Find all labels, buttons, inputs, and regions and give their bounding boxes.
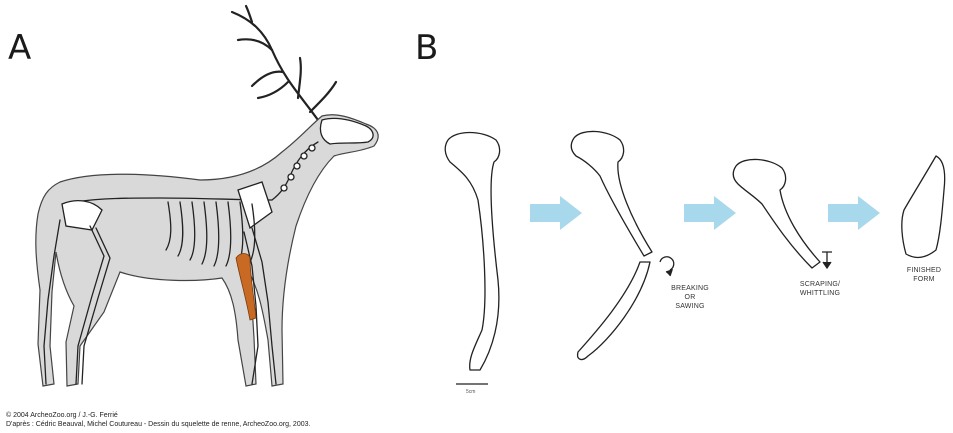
bone-stages <box>445 131 945 370</box>
process-arrow-2 <box>684 196 736 230</box>
breaking-icon <box>660 257 674 270</box>
process-arrows <box>530 196 880 230</box>
bone-broken-lower <box>578 262 650 359</box>
reindeer-silhouette <box>36 115 378 386</box>
bone-whole <box>445 133 499 371</box>
process-arrow-3 <box>828 196 880 230</box>
label-finished-form: FINISHED FORM <box>904 266 944 284</box>
bone-broken-upper <box>571 131 652 256</box>
bone-scraped <box>733 159 820 268</box>
reindeer-figure <box>36 6 378 386</box>
process-arrow-1 <box>530 196 582 230</box>
scale-label: 5cm <box>466 389 475 395</box>
credit-line-1: © 2004 ArcheoZoo.org / J.-G. Ferrié <box>6 412 118 419</box>
label-breaking-or-sawing: BREAKING OR SAWING <box>670 284 710 311</box>
label-scraping-whittling: SCRAPING/ WHITTLING <box>790 280 850 298</box>
antlers <box>232 6 336 120</box>
credit-line-2: D'après : Cédric Beauval, Michel Couture… <box>6 421 310 428</box>
bone-finished <box>902 156 945 257</box>
